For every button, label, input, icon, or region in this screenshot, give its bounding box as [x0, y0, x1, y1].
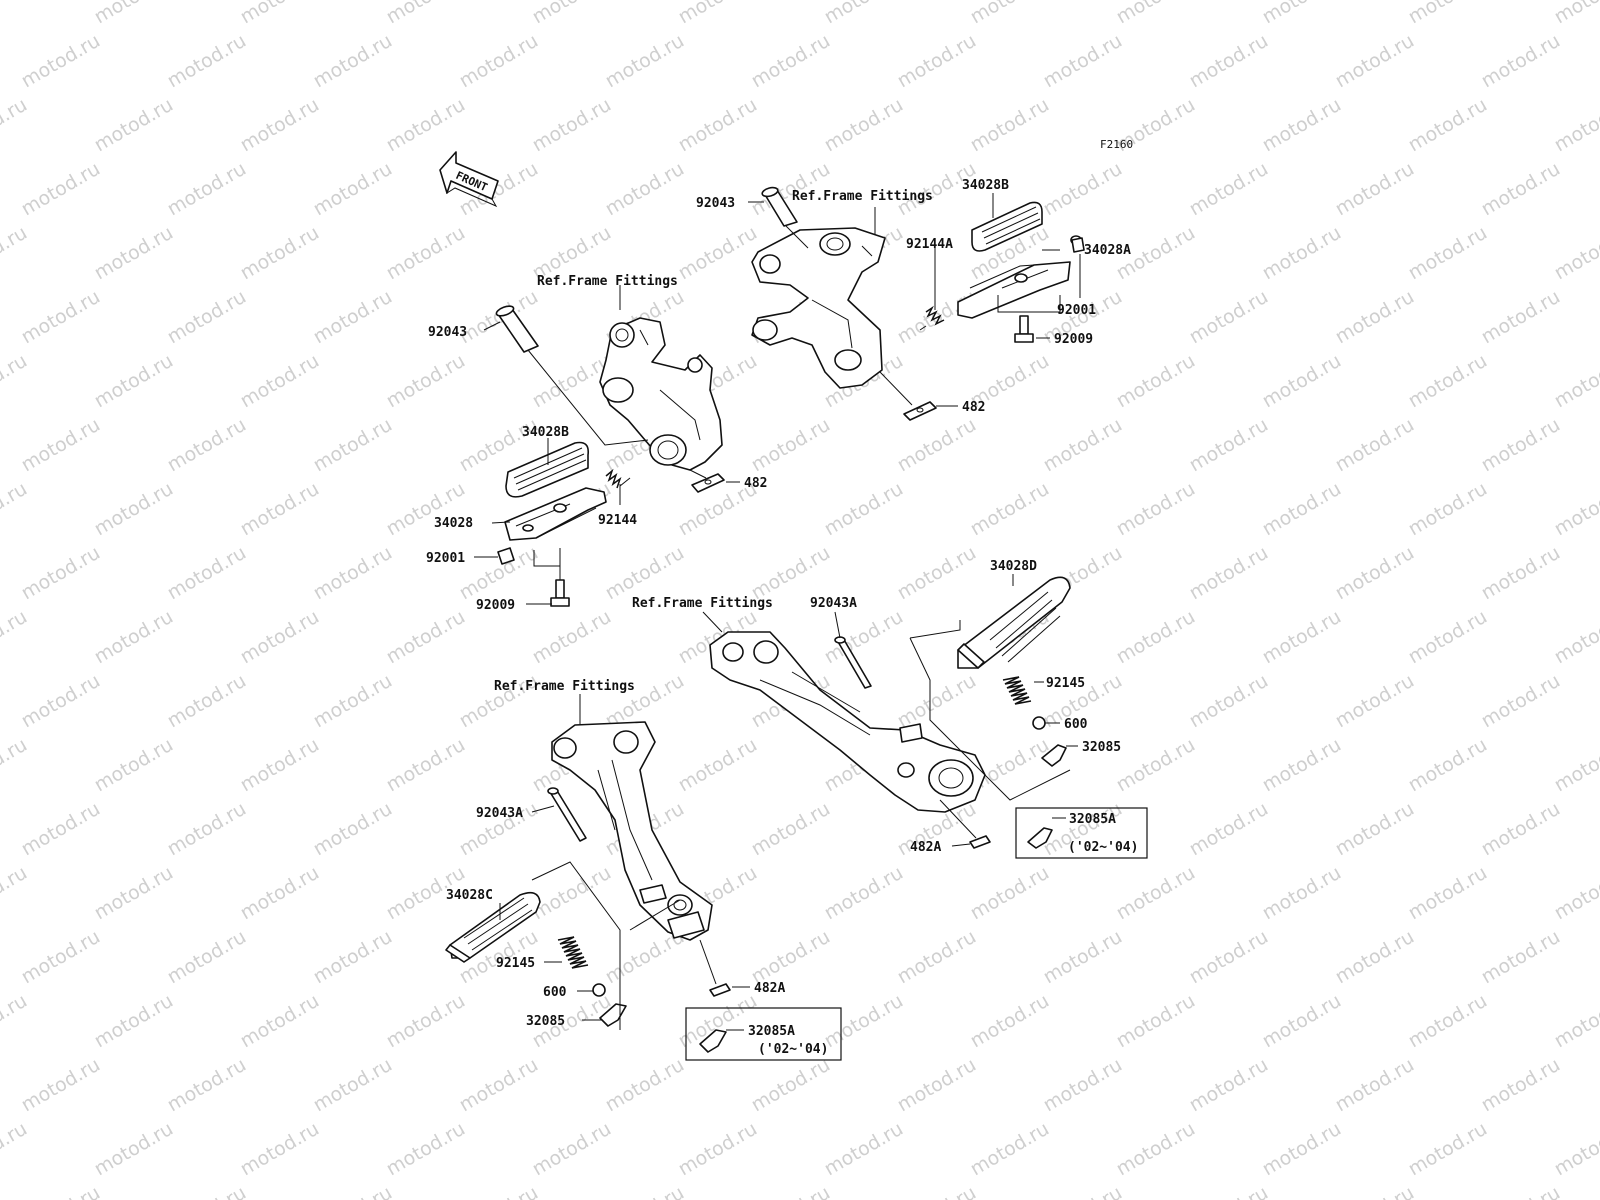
label-92009-left: 92009	[476, 598, 515, 613]
label-ref-frame-lower-left: Ref.Frame Fittings	[494, 679, 635, 694]
label-92009-right: 92009	[1054, 332, 1093, 347]
label-600-left: 600	[543, 985, 567, 1000]
label-34028: 34028	[434, 516, 473, 531]
footpeg-34028A	[957, 235, 1085, 319]
bolt-92009-right	[1014, 315, 1034, 343]
label-600-right: 600	[1064, 717, 1088, 732]
footpeg-rubber-34028B-right	[971, 201, 1043, 252]
detent-32085-left	[599, 1003, 627, 1027]
rear-bracket-right	[709, 631, 986, 813]
pin-92043-left	[495, 305, 539, 353]
label-92043-upper-right: 92043	[696, 196, 735, 211]
label-ref-frame-lower-right: Ref.Frame Fittings	[632, 596, 773, 611]
label-34028B-right: 34028B	[962, 178, 1009, 193]
label-34028D: 34028D	[990, 559, 1037, 574]
washer-482-left	[691, 473, 725, 493]
label-92145-right: 92145	[1046, 676, 1085, 691]
part-labels: 92043 Ref.Frame Fittings 34028B 34028A 9…	[426, 178, 1138, 1057]
washer-482-right	[903, 401, 937, 421]
label-482-right: 482	[962, 400, 985, 415]
pin-92043A-left	[547, 787, 587, 842]
label-92001-right: 92001	[1057, 303, 1096, 318]
label-years-right: ('02~'04)	[1068, 840, 1138, 855]
footpeg-rubber-34028B-left	[505, 441, 590, 498]
variant-box-32085A-right	[1015, 807, 1148, 859]
detent-32085-right	[1041, 744, 1067, 767]
label-482A-right: 482A	[910, 840, 941, 855]
footpeg-34028C	[445, 891, 541, 963]
label-92144A: 92144A	[906, 237, 953, 252]
label-32085-right: 32085	[1082, 740, 1121, 755]
front-arrow-icon: FRONT	[439, 151, 499, 208]
label-ref-frame-upper-left: Ref.Frame Fittings	[537, 274, 678, 289]
pin-92043A-right	[834, 636, 872, 689]
washer-482A-left	[709, 983, 731, 997]
label-92145-left: 92145	[496, 956, 535, 971]
spring-92145-right	[1002, 676, 1032, 705]
label-34028B-left: 34028B	[522, 425, 569, 440]
upper-right-assembly	[751, 186, 1085, 421]
pin-92043-right	[761, 186, 798, 227]
label-92043A-right: 92043A	[810, 596, 857, 611]
variant-box-32085A-left	[685, 1007, 842, 1061]
label-92043A-left: 92043A	[476, 806, 523, 821]
ball-600-left	[592, 983, 606, 997]
label-92043-upper-left: 92043	[428, 325, 467, 340]
spring-92144	[605, 468, 631, 489]
bolt-92009-left	[550, 579, 570, 607]
footpeg-34028D	[957, 576, 1071, 669]
label-32085A-left: 32085A	[748, 1024, 795, 1039]
spring-92144A	[919, 305, 945, 331]
label-32085A-right: 32085A	[1069, 812, 1116, 827]
washer-482A-right	[969, 835, 991, 849]
label-92144: 92144	[598, 513, 637, 528]
label-482A-left: 482A	[754, 981, 785, 996]
lower-left-assembly	[445, 721, 842, 1061]
leader-lines	[474, 193, 1081, 1031]
lower-right-assembly	[709, 576, 1148, 859]
frame-bracket-left	[599, 317, 723, 471]
label-32085-left: 32085	[526, 1014, 565, 1029]
footpeg-34028	[504, 487, 607, 541]
label-34028C: 34028C	[446, 888, 493, 903]
figure-code: F2160	[1100, 138, 1133, 151]
label-482-left: 482	[744, 476, 767, 491]
spring-92145-left	[557, 936, 589, 969]
frame-bracket-right	[751, 227, 886, 389]
upper-left-assembly	[495, 305, 725, 607]
label-34028A: 34028A	[1084, 243, 1131, 258]
label-years-left: ('02~'04)	[758, 1042, 828, 1057]
label-ref-frame-upper-right: Ref.Frame Fittings	[792, 189, 933, 204]
label-92001-left: 92001	[426, 551, 465, 566]
rear-bracket-left	[551, 721, 713, 941]
bolt-92001-left	[497, 547, 515, 565]
ball-600-right	[1032, 716, 1046, 730]
